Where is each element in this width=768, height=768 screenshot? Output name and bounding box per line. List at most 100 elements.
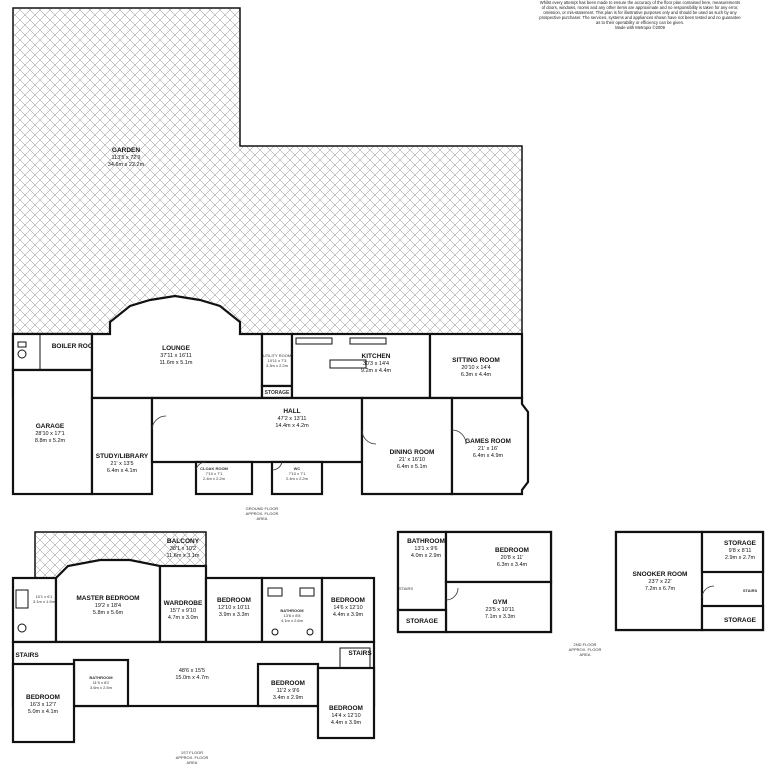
bedroom-2f-label: BEDROOM [495,547,529,554]
kitchen-island [329,359,367,369]
bathroom-low [72,658,130,708]
first-floor: BALCONY 38'1 x 10'2 11.6m x 3.1m 10'1 x … [11,531,376,765]
landing-dim-metric: 15.0m x 4.7m [175,675,209,681]
bedroom-b-label: BEDROOM [331,597,365,604]
bathroom-mid-dim-metric: 4.1m x 2.6m [281,618,304,623]
kitchen [290,332,432,400]
sitting-room-dim-metric: 6.3m x 4.4m [461,372,492,378]
disclaimer-line: omission, or mis-statement. This plan is… [543,10,737,15]
second-floor-caption: 2ND FLOOR [574,642,597,647]
ground-floor: GARDEN 113'5 x 72'9 34.6m x 22.2m BOILER… [11,7,530,521]
gym-dim-metric: 7.1m x 3.3m [485,614,516,620]
disclaimer-line: of doors, windows, rooms and any other i… [542,5,739,10]
snooker-label: SNOOKER ROOM [633,571,688,578]
garage-dim-metric: 8.8m x 5.2m [35,438,66,444]
hall-label: HALL [283,408,300,415]
landing-dim-imperial: 48'6 x 15'5 [179,668,205,674]
kitchen-dim-imperial: 30'3 x 14'4 [363,361,389,367]
cloak-room-dim-metric: 2.4m x 2.2m [203,476,226,481]
bedroom-e-dim-metric: 4.4m x 3.9m [331,720,362,726]
bedroom-a-dim-metric: 3.9m x 3.3m [219,612,250,618]
boiler-room [11,332,94,372]
bathroom-low-label: BATHROOM [89,675,113,680]
master-bedroom-label: MASTER BEDROOM [76,595,139,602]
garden-area [12,7,523,335]
study-dim-imperial: 21' x 13'5 [110,461,133,467]
bathroom-2f [396,530,448,612]
snooker-room [614,530,704,632]
garden-label: GARDEN [112,147,140,154]
games-room-dim-metric: 6.4m x 4.9m [473,453,504,459]
bedroom-2f-dim-metric: 6.3m x 3.4m [497,562,528,568]
stairs-basement-label: STAIRS [743,588,758,593]
wardrobe-dim-metric: 4.7m x 3.0m [168,615,199,621]
sitting-room [428,332,524,400]
bedroom-d-dim-metric: 3.4m x 2.9m [273,695,304,701]
disclaimer-line: as to their operability or efficiency ca… [596,20,684,25]
cloak-room-label: CLOAK ROOM [200,466,228,471]
ground-floor-caption: APPROX. FLOOR [246,511,279,516]
master-bedroom-dim-metric: 5.8m x 5.6m [93,610,124,616]
bathroom-2f-label: BATHROOM [407,538,445,545]
wc-dim-metric: 2.4m x 2.2m [286,476,309,481]
games-room-dim-imperial: 21' x 16' [478,446,498,452]
disclaimer-line: Made with Metropix ©2009 [615,25,666,30]
dining-room-dim-imperial: 21' x 16'10 [399,457,425,463]
storage-top-label: STORAGE [724,540,757,547]
garage-dim-imperial: 28'10 x 17'1 [35,431,64,437]
ensuite-left [11,576,58,644]
study-label: STUDY/LIBRARY [96,453,149,460]
first-floor-caption: AREA [187,760,198,765]
bathroom-low-dim-metric: 3.6m x 2.5m [90,685,113,690]
balcony-dim-imperial: 38'1 x 10'2 [170,546,196,552]
ensuite-left-dim-imperial: 10'1 x 6'1 [36,594,54,599]
second-floor-caption: APPROX. FLOOR [569,647,602,652]
garden-dim-imperial: 113'5 x 72'9 [112,155,141,161]
bedroom-b-dim-metric: 4.4m x 3.9m [333,612,364,618]
bedroom-c [11,662,76,744]
kitchen-dim-metric: 9.2m x 4.4m [361,368,392,374]
dining-room [360,396,454,496]
bedroom-e-label: BEDROOM [329,705,363,712]
bedroom-d-label: BEDROOM [271,680,305,687]
gym-label: GYM [493,599,508,606]
bedroom-2f-dim-imperial: 20'8 x 11' [501,555,524,561]
garage-label: GARAGE [36,423,65,430]
games-room [450,396,530,496]
bedroom-c-label: BEDROOM [26,694,60,701]
stairs-left-label: STAIRS [15,652,39,659]
utility-dim-imperial: 10'11 x 7'3 [268,358,288,363]
second-floor-caption: AREA [580,652,591,657]
storage-bottom [700,604,765,632]
cloak-room-dim-imperial: 7'10 x 7'1 [206,471,224,476]
sitting-room-dim-imperial: 20'10 x 14'4 [461,365,490,371]
disclaimer-text: Whilst every attempt has been made to en… [539,0,741,30]
dining-room-dim-metric: 6.4m x 5.1m [397,464,428,470]
bedroom-e-dim-imperial: 14'4 x 12'10 [331,713,360,719]
utility-label: UTILITY ROOM [263,353,291,358]
hall-dim-imperial: 47'2 x 13'11 [278,416,307,422]
second-floor: BATHROOM 13'1 x 9'6 4.0m x 2.9m STAIRS B… [396,530,602,657]
bedroom-a-label: BEDROOM [217,597,251,604]
bedroom-e [316,666,376,740]
bedroom-b-dim-imperial: 14'6 x 12'10 [333,605,362,611]
bathroom-mid-dim-imperial: 13'6 x 8'8 [284,613,302,618]
bathroom-mid-label: BATHROOM [280,608,304,613]
wardrobe-label: WARDROBE [164,600,203,607]
disclaimer-line: Whilst every attempt has been made to en… [540,0,740,5]
first-floor-caption: APPROX. FLOOR [176,755,209,760]
storage-2f-label: STORAGE [406,618,439,625]
dining-room-label: DINING ROOM [390,449,435,456]
storage-top-dim-imperial: 9'8 x 8'11 [729,548,752,554]
study-dim-metric: 6.4m x 4.1m [107,468,138,474]
wc-label: WC [294,466,301,471]
games-room-label: GAMES ROOM [465,438,511,445]
snooker-dim-metric: 7.2m x 6.7m [645,586,676,592]
gym-dim-imperial: 23'5 x 10'11 [486,607,515,613]
hall-dim-metric: 14.4m x 4.2m [275,423,309,429]
ground-floor-caption: AREA [257,516,268,521]
lounge-dim-metric: 11.6m x 5.1m [160,360,193,366]
snooker-dim-imperial: 23'7 x 22' [648,579,671,585]
lounge-label: LOUNGE [162,345,190,352]
bedroom-2f [444,530,553,584]
